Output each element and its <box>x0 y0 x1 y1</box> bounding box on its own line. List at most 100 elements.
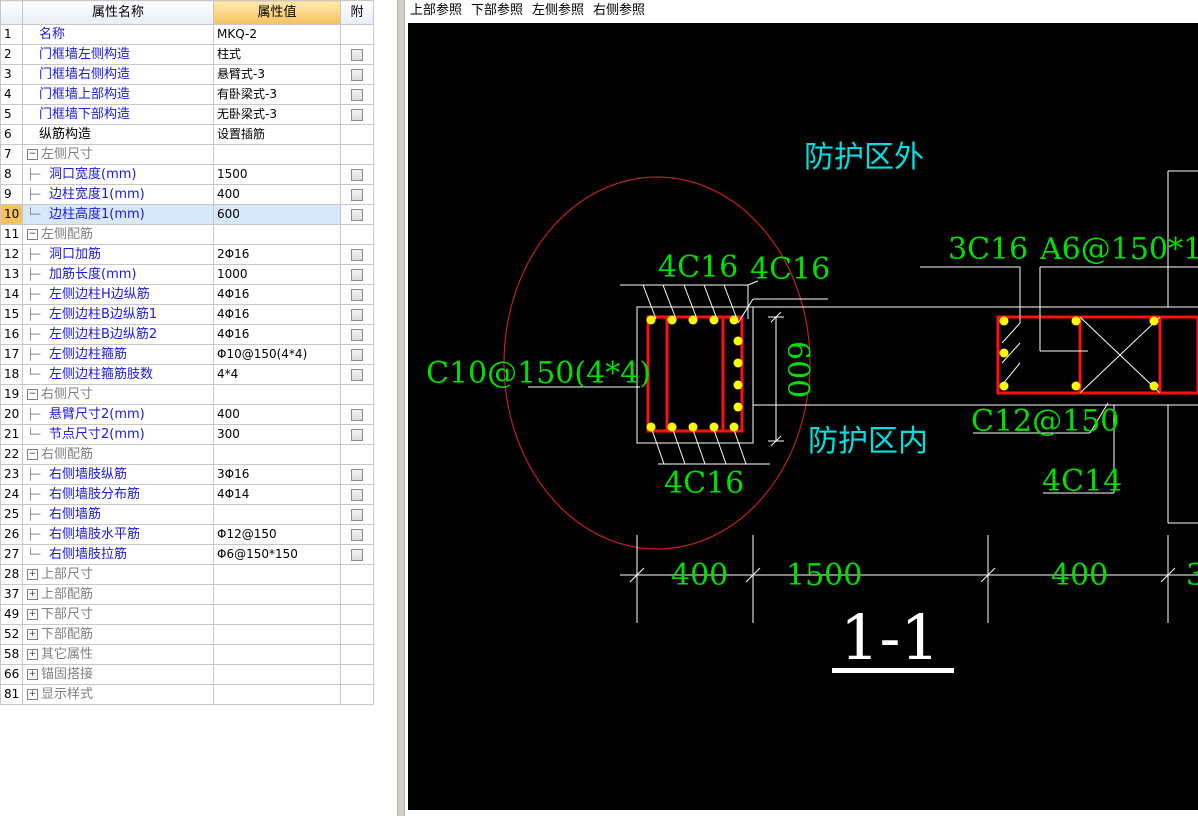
property-name-cell[interactable]: └─左侧边柱箍筋肢数 <box>22 364 214 385</box>
attach-header[interactable]: 附 <box>340 0 374 25</box>
expand-icon[interactable]: + <box>27 589 38 600</box>
table-row[interactable]: 81+显示样式 <box>0 684 374 705</box>
property-value-cell[interactable]: 有卧梁式-3 <box>213 84 341 105</box>
property-value-cell[interactable]: 柱式 <box>213 44 341 65</box>
table-row[interactable]: 11−左侧配筋 <box>0 224 374 245</box>
property-name-cell[interactable]: −左侧尺寸 <box>22 144 214 165</box>
table-row[interactable]: 21└─节点尺寸2(mm)300 <box>0 424 374 445</box>
attach-checkbox[interactable] <box>351 508 363 521</box>
collapse-icon[interactable]: − <box>27 389 38 400</box>
property-name-cell[interactable]: ├─洞口宽度(mm) <box>22 164 214 185</box>
property-name-cell[interactable]: +显示样式 <box>22 684 214 705</box>
property-name-cell[interactable]: +下部配筋 <box>22 624 214 645</box>
property-name-cell[interactable]: ├─左侧边柱B边纵筋2 <box>22 324 214 345</box>
property-name-cell[interactable]: −右侧配筋 <box>22 444 214 465</box>
property-value-cell[interactable] <box>213 624 341 645</box>
property-name-cell[interactable]: +上部配筋 <box>22 584 214 605</box>
table-row[interactable]: 7−左侧尺寸 <box>0 144 374 165</box>
expand-icon[interactable]: + <box>27 649 38 660</box>
table-row[interactable]: 13├─加筋长度(mm)1000 <box>0 264 374 285</box>
property-name-cell[interactable]: ├─右侧墙筋 <box>22 504 214 525</box>
bottom-reference-button[interactable]: 下部参照 <box>471 3 524 18</box>
attach-checkbox[interactable] <box>351 108 363 121</box>
expand-icon[interactable]: + <box>27 669 38 680</box>
property-value-cell[interactable]: Φ12@150 <box>213 524 341 545</box>
property-value-cell[interactable] <box>213 684 341 705</box>
collapse-icon[interactable]: − <box>27 149 38 160</box>
property-name-cell[interactable]: ├─右侧墙肢纵筋 <box>22 464 214 485</box>
property-value-cell[interactable]: 4Φ16 <box>213 304 341 325</box>
property-name-cell[interactable]: ├─悬臂尺寸2(mm) <box>22 404 214 425</box>
attach-checkbox[interactable] <box>351 188 363 201</box>
property-name-cell[interactable]: └─边柱高度1(mm) <box>22 204 214 225</box>
attach-checkbox[interactable] <box>351 48 363 61</box>
property-name-cell[interactable]: ├─左侧边柱H边纵筋 <box>22 284 214 305</box>
property-value-cell[interactable]: 4*4 <box>213 364 341 385</box>
table-row[interactable]: 25├─右侧墙筋 <box>0 504 374 525</box>
property-value-header[interactable]: 属性值 <box>213 0 341 25</box>
property-name-cell[interactable]: +下部尺寸 <box>22 604 214 625</box>
attach-checkbox[interactable] <box>351 248 363 261</box>
property-value-cell[interactable]: 4Φ14 <box>213 484 341 505</box>
attach-checkbox[interactable] <box>351 468 363 481</box>
property-name-cell[interactable]: 门框墙下部构造 <box>22 104 214 125</box>
collapse-icon[interactable]: − <box>27 449 38 460</box>
attach-checkbox[interactable] <box>351 308 363 321</box>
property-value-cell[interactable] <box>213 144 341 165</box>
table-row[interactable]: 9├─边柱宽度1(mm)400 <box>0 184 374 205</box>
attach-checkbox[interactable] <box>351 428 363 441</box>
property-value-cell[interactable] <box>213 384 341 405</box>
expand-icon[interactable]: + <box>27 629 38 640</box>
property-name-cell[interactable]: ├─洞口加筋 <box>22 244 214 265</box>
table-row[interactable]: 10└─边柱高度1(mm)600 <box>0 204 374 225</box>
property-name-cell[interactable]: ├─左侧边柱B边纵筋1 <box>22 304 214 325</box>
property-value-cell[interactable] <box>213 604 341 625</box>
drawing-canvas[interactable]: 4C16 4C16 4C16 C10@150(4*4) 3C16 A6@150*… <box>408 23 1198 810</box>
attach-checkbox[interactable] <box>351 548 363 561</box>
property-value-cell[interactable]: 400 <box>213 184 341 205</box>
attach-checkbox[interactable] <box>351 88 363 101</box>
left-reference-button[interactable]: 左侧参照 <box>532 3 585 18</box>
property-value-cell[interactable] <box>213 224 341 245</box>
property-name-cell[interactable]: ├─右侧墙肢分布筋 <box>22 484 214 505</box>
property-value-cell[interactable] <box>213 664 341 685</box>
table-row[interactable]: 37+上部配筋 <box>0 584 374 605</box>
table-row[interactable]: 66+锚固搭接 <box>0 664 374 685</box>
property-name-cell[interactable]: ├─左侧边柱箍筋 <box>22 344 214 365</box>
table-row[interactable]: 52+下部配筋 <box>0 624 374 645</box>
property-value-cell[interactable] <box>213 644 341 665</box>
table-row[interactable]: 19−右侧尺寸 <box>0 384 374 405</box>
property-value-cell[interactable]: 600 <box>213 204 341 225</box>
property-name-cell[interactable]: 门框墙左侧构造 <box>22 44 214 65</box>
property-value-cell[interactable] <box>213 504 341 525</box>
property-value-cell[interactable]: 4Φ16 <box>213 324 341 345</box>
attach-checkbox[interactable] <box>351 408 363 421</box>
expand-icon[interactable]: + <box>27 609 38 620</box>
table-row[interactable]: 22−右侧配筋 <box>0 444 374 465</box>
property-value-cell[interactable] <box>213 444 341 465</box>
property-value-cell[interactable]: Φ6@150*150 <box>213 544 341 565</box>
property-name-cell[interactable]: 纵筋构造 <box>22 124 214 145</box>
top-reference-button[interactable]: 上部参照 <box>410 3 463 18</box>
table-row[interactable]: 58+其它属性 <box>0 644 374 665</box>
attach-checkbox[interactable] <box>351 368 363 381</box>
property-name-cell[interactable]: ├─边柱宽度1(mm) <box>22 184 214 205</box>
attach-checkbox[interactable] <box>351 528 363 541</box>
property-name-cell[interactable]: +锚固搭接 <box>22 664 214 685</box>
collapse-icon[interactable]: − <box>27 229 38 240</box>
property-value-cell[interactable]: MKQ-2 <box>213 24 341 45</box>
property-value-cell[interactable]: Φ10@150(4*4) <box>213 344 341 365</box>
property-value-cell[interactable]: 3Φ16 <box>213 464 341 485</box>
